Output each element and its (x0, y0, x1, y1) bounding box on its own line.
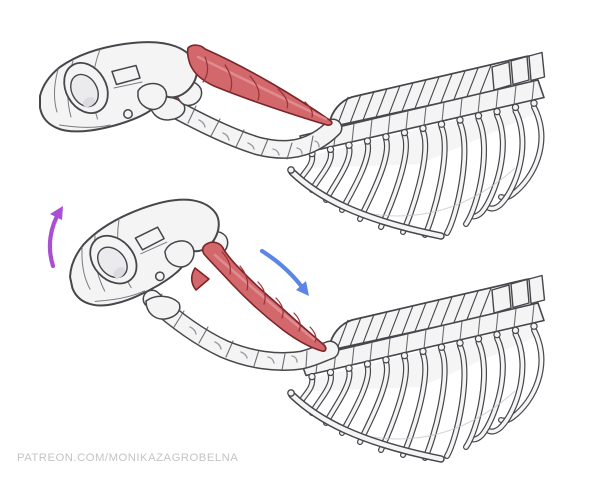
arrow-down-icon (259, 248, 309, 296)
atlas-wing (145, 295, 181, 320)
muscle-under-flap (190, 267, 210, 291)
arrow-up-icon (47, 206, 63, 269)
cervical-spine (142, 289, 340, 371)
neck-muscle-stretched (186, 44, 333, 126)
ribcage (288, 276, 545, 460)
watermark: PATREON.COM/MONIKAZAGROBELNA (17, 452, 238, 464)
figure-neck-flexed (57, 189, 545, 460)
cervical-spine (149, 91, 343, 160)
figure-neck-extended (39, 41, 545, 236)
neck-muscle-contracted (201, 241, 327, 352)
